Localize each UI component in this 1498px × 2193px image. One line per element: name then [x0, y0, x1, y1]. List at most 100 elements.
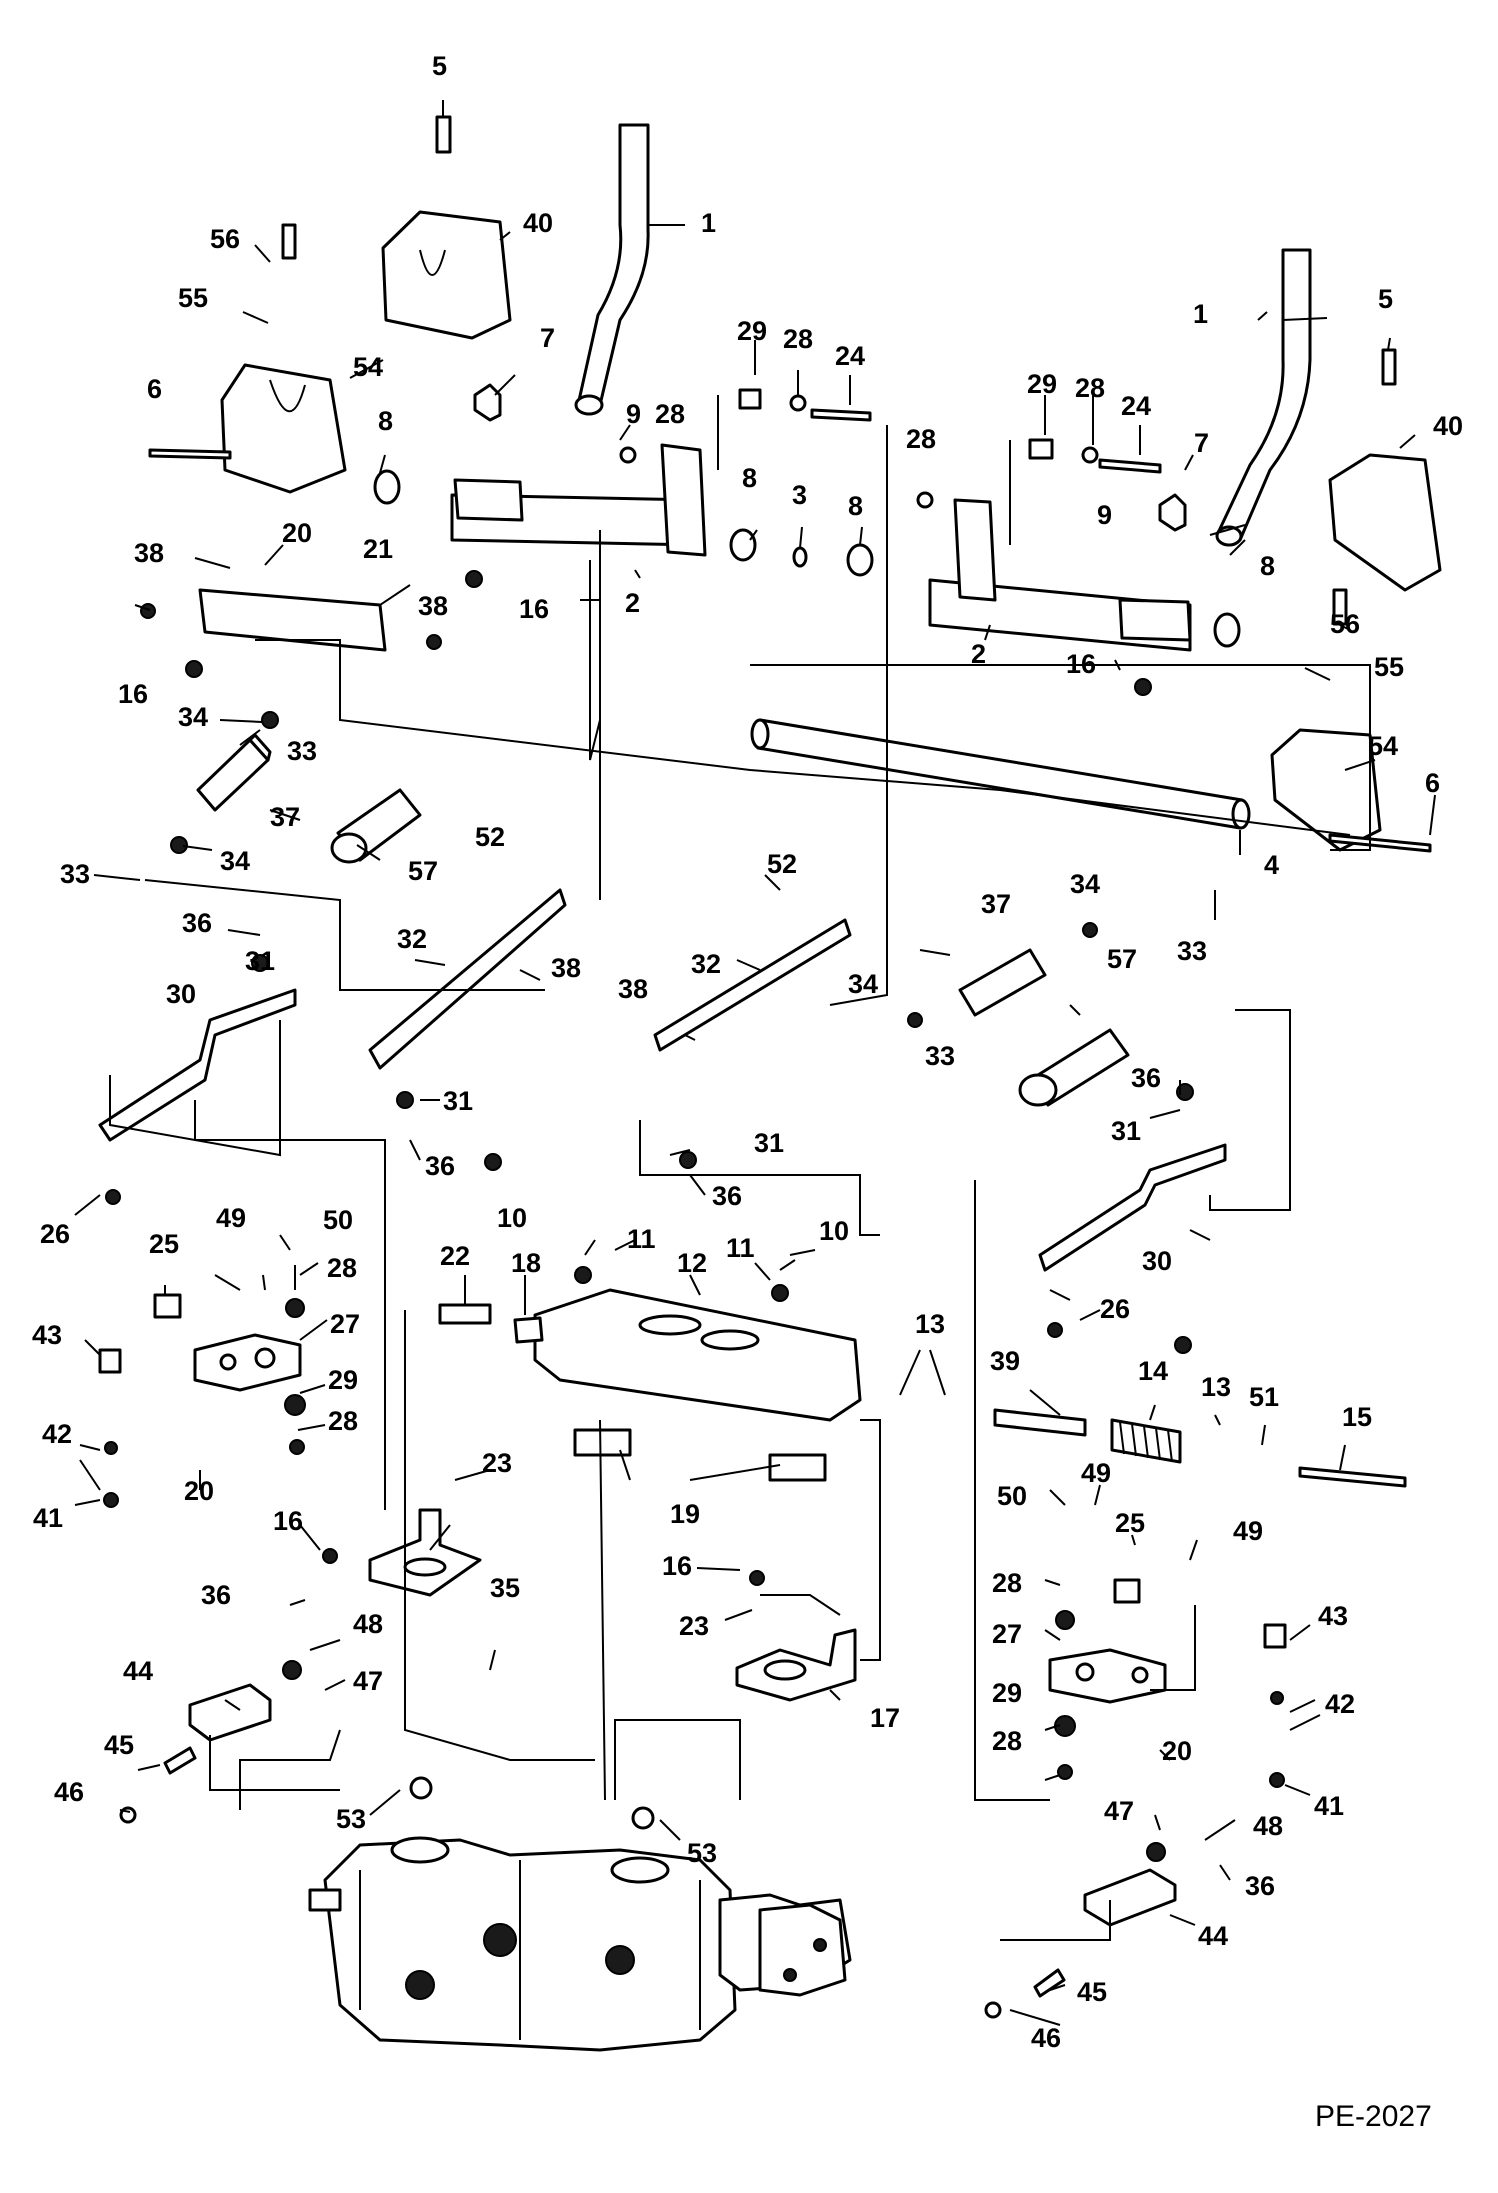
- callout-label: 9: [626, 399, 641, 429]
- callout-label: 23: [482, 1448, 512, 1478]
- callout-label: 36: [1131, 1063, 1161, 1093]
- right-mount-bracket: [1328, 453, 1442, 592]
- callout-label: 52: [767, 849, 797, 879]
- callout-label: 8: [1260, 551, 1275, 581]
- callout-label: 44: [123, 1656, 153, 1686]
- callout-label: 16: [1066, 649, 1096, 679]
- callout-label: 34: [848, 969, 878, 999]
- callout-label: 51: [1249, 1382, 1279, 1412]
- callout-label: 38: [551, 953, 581, 983]
- right-control-shaft: [928, 498, 1192, 652]
- callout-label: 28: [328, 1406, 358, 1436]
- left-linkage-arm: [368, 888, 567, 1070]
- callout-label: 41: [1314, 1791, 1344, 1821]
- right-lever-plate: [1048, 1648, 1167, 1704]
- callout-label: 50: [323, 1205, 353, 1235]
- callout-label: 14: [1138, 1356, 1168, 1386]
- callout-label: 53: [687, 1838, 717, 1868]
- callout-label: 45: [1077, 1977, 1107, 2007]
- callout-label: 24: [1121, 391, 1151, 421]
- callout-label: 48: [1253, 1811, 1283, 1841]
- callout-label: 20: [1162, 1736, 1192, 1766]
- callout-label: 16: [519, 594, 549, 624]
- callout-label: 19: [670, 1499, 700, 1529]
- callout-label: 42: [42, 1419, 72, 1449]
- callout-label: 33: [60, 859, 90, 889]
- callout-label: 28: [992, 1568, 1022, 1598]
- callout-label: 40: [1433, 411, 1463, 441]
- callout-label: 29: [1027, 369, 1057, 399]
- callout-label: 17: [870, 1703, 900, 1733]
- right-linkage-arm: [653, 918, 852, 1052]
- callout-label: 6: [147, 374, 162, 404]
- callout-label: 28: [783, 324, 813, 354]
- callout-label: 53: [336, 1804, 366, 1834]
- callout-label: 38: [618, 974, 648, 1004]
- callout-label: 33: [1177, 936, 1207, 966]
- callout-label: 40: [523, 208, 553, 238]
- callout-label: 34: [220, 846, 250, 876]
- callout-label: 57: [1107, 944, 1137, 974]
- callout-label: 52: [475, 822, 505, 852]
- callout-label: 7: [1194, 428, 1209, 458]
- left-pivot-bracket: [220, 363, 347, 494]
- callout-label: 48: [353, 1609, 383, 1639]
- callout-label: 54: [353, 352, 383, 382]
- callout-label: 33: [287, 736, 317, 766]
- callout-label: 4: [1264, 850, 1279, 880]
- routing-lines: [109, 395, 1371, 1941]
- callout-label: 31: [754, 1128, 784, 1158]
- callout-label: 5: [1378, 284, 1393, 314]
- left-control-shaft: [450, 443, 707, 557]
- callout-label: 29: [328, 1365, 358, 1395]
- callout-label: 20: [282, 518, 312, 548]
- callout-label: 36: [425, 1151, 455, 1181]
- callout-label: 28: [992, 1726, 1022, 1756]
- stop-blocks: [573, 1428, 827, 1482]
- drawing-id: PE-2027: [1315, 2100, 1432, 2133]
- left-steering-handle: [574, 123, 650, 416]
- callout-label: 28: [1075, 373, 1105, 403]
- callout-label: 47: [353, 1666, 383, 1696]
- callout-label: 13: [915, 1309, 945, 1339]
- callout-label: 45: [104, 1730, 134, 1760]
- callout-label: 11: [726, 1233, 755, 1263]
- callout-label: 21: [363, 534, 393, 564]
- callout-label: 33: [925, 1041, 955, 1071]
- callout-label: 29: [737, 316, 767, 346]
- callout-label: 28: [906, 424, 936, 454]
- callout-label: 31: [443, 1086, 473, 1116]
- callout-label: 47: [1104, 1796, 1134, 1826]
- callout-label: 28: [327, 1253, 357, 1283]
- right-stroke-bracket: [1083, 1868, 1177, 1927]
- callout-label: 36: [182, 908, 212, 938]
- callout-label: 28: [655, 399, 685, 429]
- callout-label: 16: [662, 1551, 692, 1581]
- left-pump-bracket: [368, 1508, 482, 1597]
- callout-label: 36: [1245, 1871, 1275, 1901]
- callout-label: 46: [1031, 2023, 1061, 2053]
- callout-label: 1: [701, 208, 716, 238]
- callout-label: 13: [1201, 1372, 1231, 1402]
- callout-label: 49: [1081, 1458, 1111, 1488]
- callout-label: 18: [511, 1248, 541, 1278]
- callout-label: 36: [712, 1181, 742, 1211]
- callout-label: 32: [397, 924, 427, 954]
- callout-label: 8: [742, 463, 757, 493]
- left-bell-crank: [98, 988, 297, 1142]
- callout-label: 2: [625, 588, 640, 618]
- callout-label: 49: [216, 1203, 246, 1233]
- callout-label: 26: [40, 1219, 70, 1249]
- hydrostatic-pump: [308, 1836, 852, 2052]
- callout-label: 43: [1318, 1601, 1348, 1631]
- callout-label: 56: [210, 224, 240, 254]
- callout-label: 9: [1097, 500, 1112, 530]
- callout-label: 30: [166, 979, 196, 1009]
- callout-label: 23: [679, 1611, 709, 1641]
- callout-label: 16: [273, 1506, 303, 1536]
- right-damper: [958, 948, 1047, 1017]
- callout-label: 3: [792, 480, 807, 510]
- callout-label: 31: [245, 946, 275, 976]
- callout-label: 2: [971, 639, 986, 669]
